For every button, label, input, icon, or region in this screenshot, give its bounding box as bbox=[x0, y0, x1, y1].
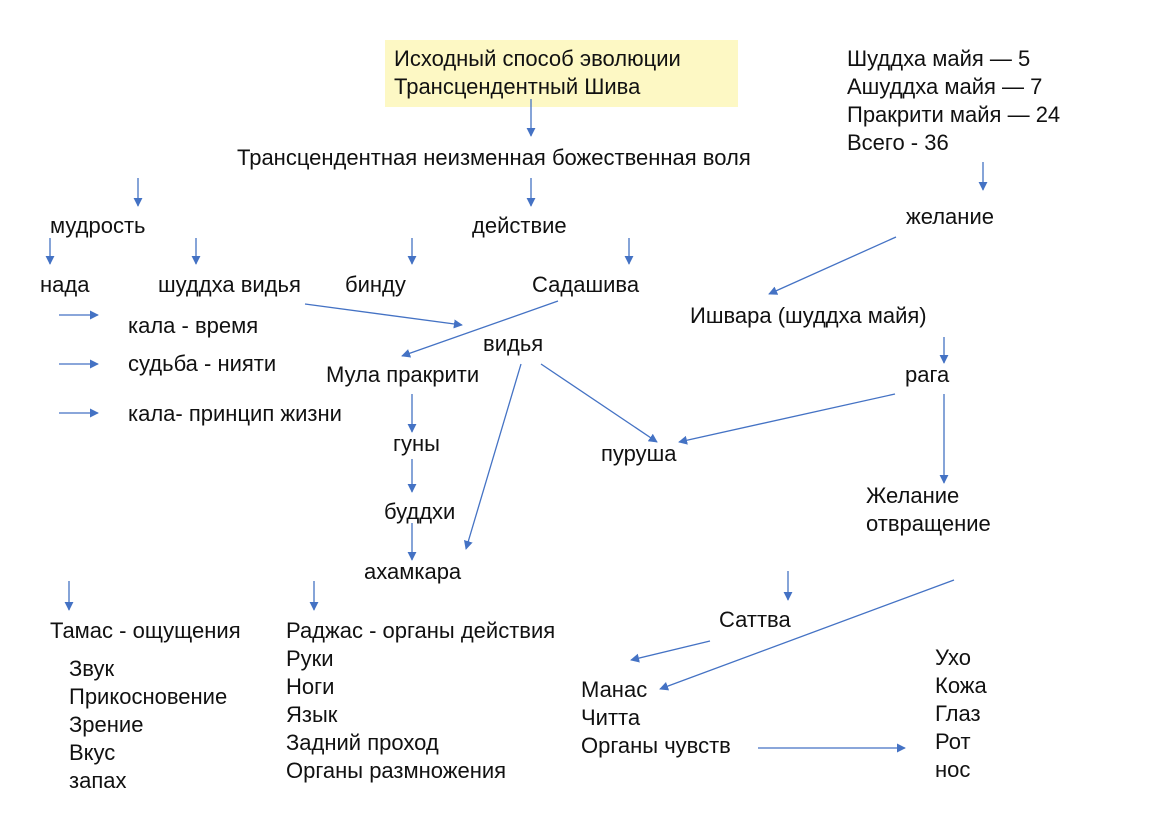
node-raga: рага bbox=[905, 362, 950, 387]
node-gunas: гуны bbox=[393, 431, 440, 456]
mind-item: Органы чувств bbox=[581, 733, 731, 758]
node-bindu: бинду bbox=[345, 272, 406, 297]
node-desire-aversion-2: отвращение bbox=[866, 511, 991, 536]
senses-list: Ухо Кожа Глаз Рот нос bbox=[935, 644, 987, 784]
sense-item: Кожа bbox=[935, 673, 987, 698]
mind-item: Читта bbox=[581, 705, 641, 730]
tamas-list: Звук Прикосновение Зрение Вкус запах bbox=[69, 655, 227, 795]
arrow-desire-aversion-to-manas bbox=[659, 579, 955, 691]
sense-item: Глаз bbox=[935, 701, 981, 726]
sense-item: Ухо bbox=[935, 645, 971, 670]
arrow-vidya-to-ahamkara bbox=[463, 363, 522, 550]
rajas-item: Органы размножения bbox=[286, 758, 507, 783]
node-desire-aversion-1: Желание bbox=[866, 483, 960, 508]
arrow-sattva-to-manas bbox=[630, 640, 711, 663]
tamas-heading: Тамас - ощущения bbox=[50, 618, 241, 643]
tamas-item: запах bbox=[69, 768, 127, 793]
node-ahamkara: ахамкара bbox=[364, 559, 462, 584]
node-desire: желание bbox=[906, 204, 994, 229]
title-box bbox=[385, 40, 738, 107]
rajas-item: Ноги bbox=[286, 674, 335, 699]
node-ishvara: Ишвара (шуддха майя) bbox=[690, 303, 927, 328]
node-fate: судьба - нияти bbox=[128, 351, 277, 376]
node-vidya: видья bbox=[483, 331, 544, 356]
title-line-2: Трансцендентный Шива bbox=[394, 74, 641, 99]
arrow-desire-to-ishvara bbox=[768, 236, 897, 295]
node-action: действие bbox=[472, 213, 567, 238]
rajas-item: Задний проход bbox=[286, 730, 439, 755]
tamas-item: Вкус bbox=[69, 740, 116, 765]
arrow-vidya-to-purusha bbox=[540, 363, 658, 443]
tamas-item: Звук bbox=[69, 656, 115, 681]
mind-item: Манас bbox=[581, 677, 648, 702]
node-will: Трансцендентная неизменная божественная … bbox=[237, 145, 751, 170]
node-nada: нада bbox=[40, 272, 90, 297]
arrow-raga-to-purusha bbox=[678, 393, 896, 445]
mind-list: Манас Читта Органы чувств bbox=[581, 676, 731, 760]
rajas-item: Руки bbox=[286, 646, 334, 671]
node-buddhi: буддхи bbox=[384, 499, 456, 524]
legend-total: Всего - 36 bbox=[847, 130, 949, 155]
tamas-item: Прикосновение bbox=[69, 684, 228, 709]
legend-shuddha: Шуддха майя — 5 bbox=[847, 46, 1031, 71]
arrow-shuddha-vidya-to-vidya bbox=[304, 303, 463, 329]
arrow-sadashiva-to-mula-prakriti bbox=[401, 300, 559, 358]
node-shuddha-vidya: шуддха видья bbox=[158, 272, 301, 297]
node-sattva: Саттва bbox=[719, 607, 791, 632]
rajas-list: Руки Ноги Язык Задний проход Органы разм… bbox=[286, 645, 506, 785]
node-kala-life: кала- принцип жизни bbox=[128, 401, 342, 426]
sense-item: Рот bbox=[935, 729, 971, 754]
sense-item: нос bbox=[935, 757, 971, 782]
legend-prakriti: Пракрити майя — 24 bbox=[847, 102, 1061, 127]
node-kala-time: кала - время bbox=[128, 313, 259, 338]
node-mula-prakriti: Мула пракрити bbox=[326, 362, 480, 387]
title-line-1: Исходный способ эволюции bbox=[394, 46, 681, 71]
rajas-heading: Раджас - органы действия bbox=[286, 618, 556, 643]
legend-ashuddha: Ашуддха майя — 7 bbox=[847, 74, 1043, 99]
node-sadashiva: Садашива bbox=[532, 272, 640, 297]
node-purusha: пуруша bbox=[601, 441, 677, 466]
rajas-item: Язык bbox=[286, 702, 338, 727]
tamas-item: Зрение bbox=[69, 712, 144, 737]
node-wisdom: мудрость bbox=[50, 213, 146, 238]
